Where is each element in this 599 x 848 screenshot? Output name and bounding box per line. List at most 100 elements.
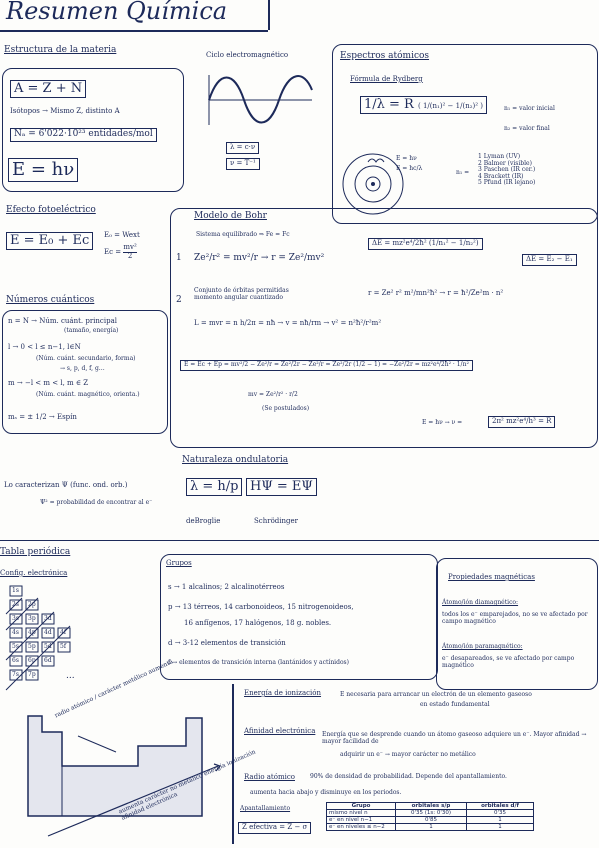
title-divider	[268, 0, 270, 30]
l-quantum: l → 0 < l ≤ n−1, l∈N	[8, 343, 81, 351]
slater-cell: e⁻ en niveles ≤ n−2	[326, 823, 396, 831]
fotoelectrico-heading: Efecto fotoeléctrico	[6, 205, 96, 215]
e0-def: E₀ = Wext	[104, 231, 140, 239]
ciclo-eq2: ν = T⁻¹	[226, 158, 260, 170]
espectros-heading: Espectros atómicos	[340, 51, 430, 61]
radio-heading: Radio atómico	[244, 773, 295, 781]
orbital-label: 3p	[28, 615, 36, 622]
radio-desc: 90% de densidad de probabilidad. Depende…	[310, 773, 507, 780]
energy-eq: E = hν	[8, 158, 79, 182]
afinidad-desc2: adquirir un e⁻ → mayor carácter no metál…	[340, 751, 476, 758]
ec-num: mv²	[123, 243, 137, 253]
ionizacion-heading: Energía de ionización	[244, 689, 322, 697]
afinidad-heading: Afinidad electrónica	[244, 727, 316, 735]
rydberg-constant-eq: 2π² mz²e⁴/h³ = R	[488, 416, 556, 428]
psi-squared: Ψ² = probabilidad de encontrar al e⁻	[40, 499, 153, 506]
bohr-radius-eq: r = Ze² r² m²/mn²ħ² → r = ħ²/Ze²m · n²	[368, 289, 504, 297]
postulado-2-num: 2	[176, 295, 182, 305]
orbital-label: 5d	[44, 643, 52, 650]
l-quantum-desc: (Núm. cuánt. secundario, forma)	[36, 355, 136, 362]
orbital-label: 4f	[60, 629, 67, 636]
delta-e2-eq: ΔE = E₂ − E₁	[522, 254, 577, 266]
n2-def: n₂ = valor final	[504, 125, 550, 132]
magneticas-heading: Propiedades magnéticas	[448, 573, 535, 581]
tabla-heading: Tabla periódica	[0, 547, 71, 557]
wave-diagram	[208, 75, 313, 125]
series-item: 4 Brackett (IR)	[478, 172, 524, 180]
afinidad-desc: Energía que se desprende cuando un átomo…	[322, 731, 587, 745]
grupos-box	[160, 554, 438, 680]
title-underline	[0, 30, 268, 32]
m-quantum-desc: (Núm. cuánt. magnético, orienta.)	[36, 391, 140, 398]
m-quantum: m → −l < m < l, m ∈ Z	[8, 379, 89, 387]
psi-caracterizan: Lo caracterizan Ψ (func. ond. orb.)	[4, 481, 128, 489]
ec-den: 2	[127, 251, 133, 260]
n-quantum: n = N → Núm. cuánt. principal	[8, 317, 117, 325]
schrodinger-eq: HΨ = EΨ	[246, 478, 317, 497]
series-list: 1 Lyman (UV) 2 Balmer (visible) 3 Pasche…	[478, 153, 536, 187]
bohr-energy-eq: E = Ec + Ep = mv²/2 − Ze²/r = Ze²/2r − Z…	[180, 360, 473, 371]
bohr-e-hv: E = hν → ν =	[422, 419, 463, 426]
aufbau-ellipsis: ...	[66, 671, 75, 681]
orbital-label: 5f	[60, 643, 67, 650]
isotopos-text: Isótopos → Mismo Z, distinto A	[10, 107, 120, 115]
slater-cell: 1	[395, 823, 467, 831]
slater-cell: 0'35 (1s: 0'30)	[395, 809, 467, 817]
orbital-label: 5s	[12, 643, 19, 650]
ms-quantum: mₛ = ± 1/2 → Espín	[8, 413, 77, 421]
slater-cell: 0'35	[466, 809, 534, 817]
bohr-postulados-note: (Se postulados)	[262, 405, 310, 412]
postulado-2: Conjunto de órbitas permitidas momento a…	[194, 287, 289, 301]
bohr-box	[170, 208, 598, 448]
orbital-label: 4p	[28, 629, 36, 636]
orbital-label: 3s	[12, 615, 19, 622]
slater-header: orbitales d/f	[466, 802, 534, 810]
diamagnetico-desc: todos los e⁻ emparejados, no se ve afect…	[442, 611, 588, 625]
espectros-e-hcl: E = hc/λ	[396, 165, 423, 172]
slater-header: orbitales s/p	[395, 802, 467, 810]
orbital-label: 7s	[12, 671, 19, 678]
ionizacion-desc2: en estado fundamental	[420, 701, 490, 708]
slater-table: Grupo orbitales s/p orbitales d/f mismo …	[326, 802, 534, 831]
grupos-p: p → 13 térreos, 14 carbonoideos, 15 nitr…	[168, 603, 354, 611]
grupos-s: s → 1 alcalinos; 2 alcalinotérreos	[168, 583, 285, 591]
delta-e-eq: ΔE = mz²e⁴/2ħ² (1/n₁² − 1/n₂²)	[368, 238, 483, 250]
espectros-e-hv: E = hν	[396, 155, 417, 162]
series-item: 5 Pfund (IR lejano)	[478, 179, 536, 187]
l-quantum-values: → s, p, d, f, g…	[60, 365, 105, 372]
grupos-d: d → 3-12 elementos de transición	[168, 639, 286, 647]
slater-cell: mismo nivel n	[326, 809, 396, 817]
bohr-heading: Modelo de Bohr	[194, 211, 267, 221]
postulado-1-num: 1	[176, 253, 182, 263]
orbital-label: 7p	[28, 671, 36, 678]
aufbau-diagram	[5, 585, 71, 691]
postulado-1: Sistema equilibrado ⇒ Fe = Fc	[196, 231, 290, 238]
apantallamiento-heading: Apantallamiento	[240, 805, 291, 812]
paramagnetico-heading: Átomo/ión paramagnético:	[442, 643, 523, 650]
n1-def: n₁ = valor inicial	[504, 105, 555, 112]
radio-desc2: aumenta hacia abajo y disminuye en los p…	[250, 789, 402, 796]
naturaleza-heading: Naturaleza ondulatoria	[182, 455, 289, 465]
series-n-label: n₁ =	[456, 169, 470, 176]
series-item: 1 Lyman (UV)	[478, 153, 521, 160]
grupos-heading: Grupos	[166, 559, 192, 567]
espectros-box	[332, 44, 598, 224]
paramagnetico-desc: e⁻ desapareados, se ve afectado por camp…	[442, 655, 575, 669]
numeros-heading: Números cuánticos	[6, 295, 95, 305]
ec-lhs: Ec =	[104, 248, 122, 257]
section-divider	[0, 540, 599, 541]
bohr-substitution: mv = Ze²/r² · r/2	[248, 391, 298, 398]
series-item: 3 Paschen (IR cer.)	[478, 166, 536, 174]
slater-cell: 1	[466, 816, 534, 824]
rydberg-eq: 1/λ = R ( 1/(n₁)² − 1/(n₂)² )	[360, 96, 488, 115]
ciclo-eq1: λ = c·ν	[226, 142, 260, 154]
numeros-box	[2, 310, 168, 434]
slater-cell: 0'85	[395, 816, 467, 824]
estructura-box	[2, 68, 184, 192]
rydberg-heading: Fórmula de Rydberg	[350, 75, 423, 83]
debroglie-eq: λ = h/p	[186, 478, 243, 497]
orbital-label: 2p	[28, 601, 36, 608]
rydberg-bracket: ( 1/(n₁)² − 1/(n₂)² )	[417, 102, 484, 110]
bohr-eq1: Ze²/r² = mv²/r → r = Ze²/mv²	[194, 253, 325, 263]
